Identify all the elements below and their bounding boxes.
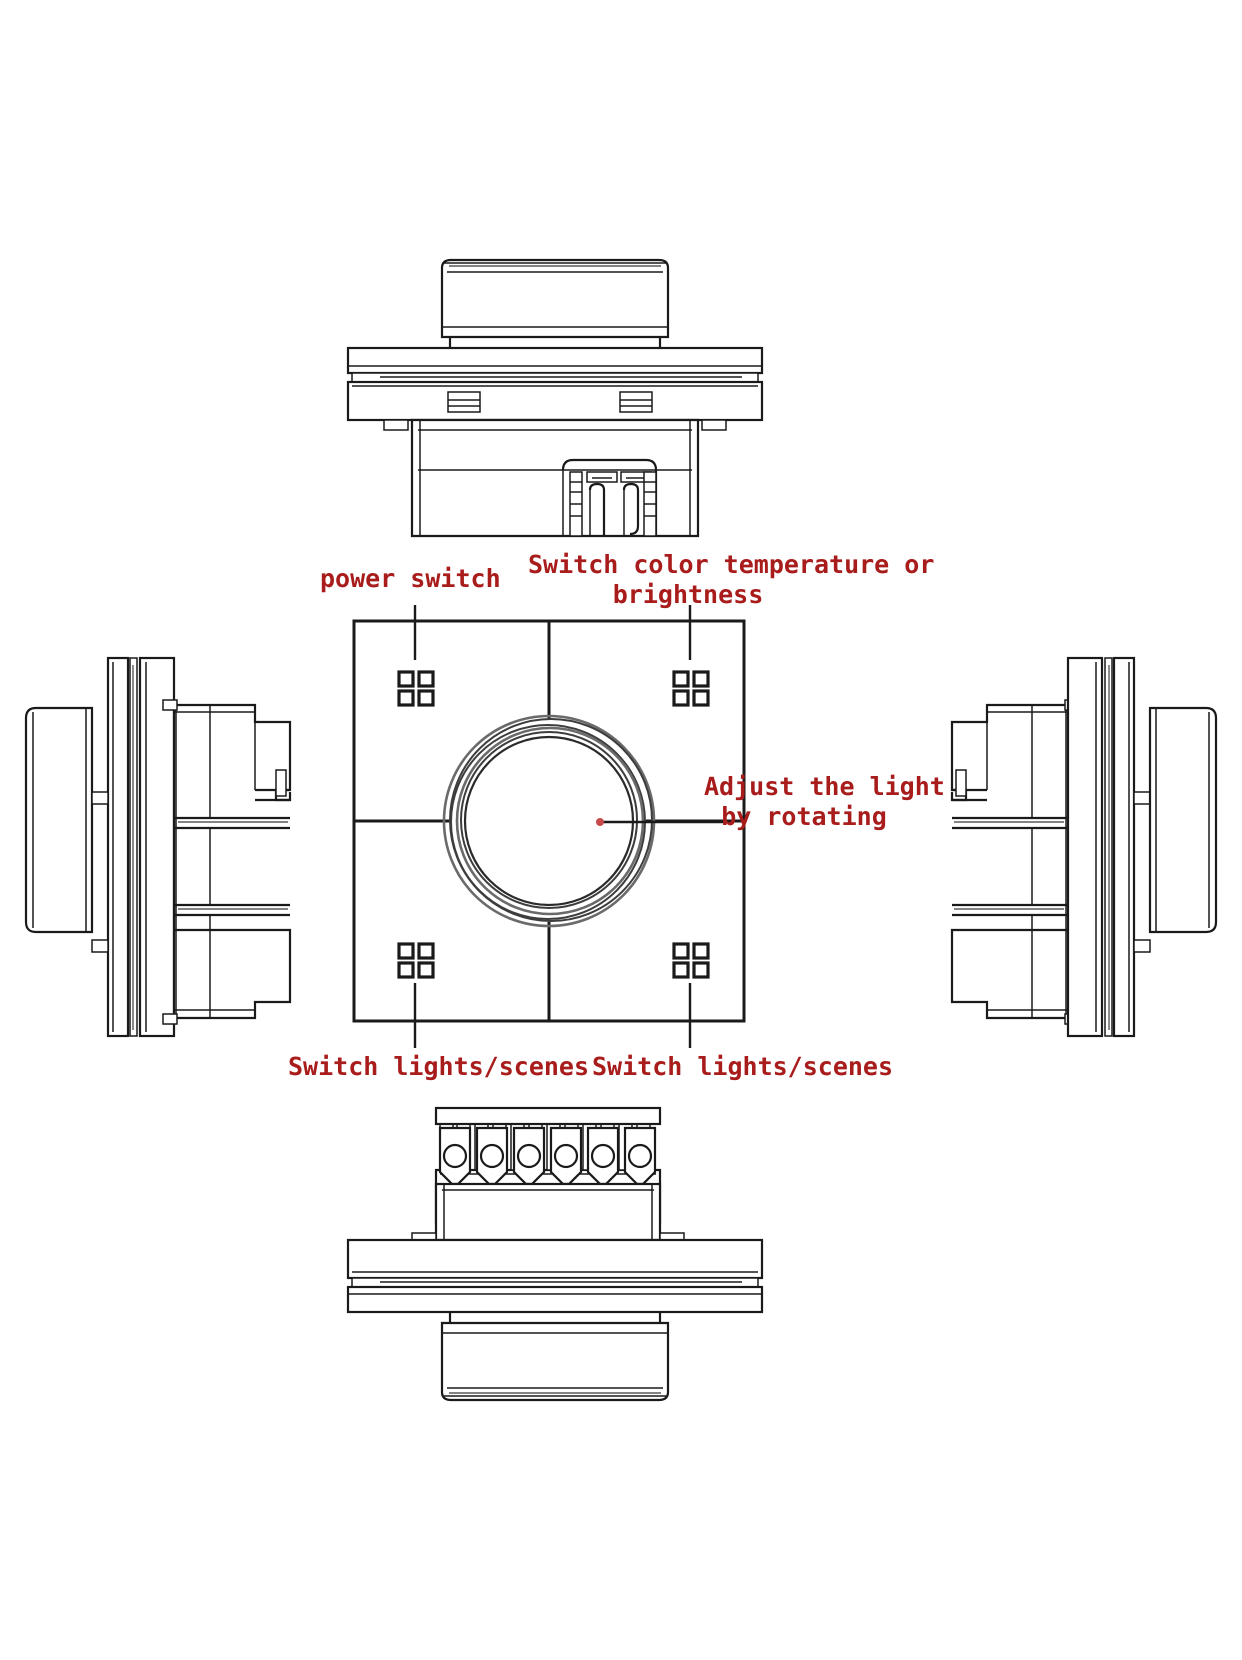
touch-pad-top-left[interactable]	[397, 670, 435, 707]
touch-pad-bottom-right[interactable]	[672, 942, 710, 979]
four-squares-icon	[672, 942, 690, 960]
touch-pad-bottom-left[interactable]	[397, 942, 435, 979]
view-bottom-elevation	[346, 1106, 764, 1402]
view-left-profile	[24, 656, 292, 1038]
touch-pad-top-right[interactable]	[672, 670, 710, 707]
view-right-profile	[950, 656, 1218, 1038]
view-top-elevation	[346, 258, 764, 538]
four-squares-icon	[672, 670, 690, 688]
terminal-fins-top	[569, 471, 657, 537]
leader-lines-top	[413, 605, 692, 660]
leader-dot	[596, 818, 604, 826]
four-squares-icon	[397, 670, 415, 688]
leader-lines-bottom	[413, 983, 692, 1048]
view-front-face	[352, 619, 746, 1023]
rotary-knob-icon[interactable]	[442, 714, 656, 928]
four-squares-icon	[397, 942, 415, 960]
